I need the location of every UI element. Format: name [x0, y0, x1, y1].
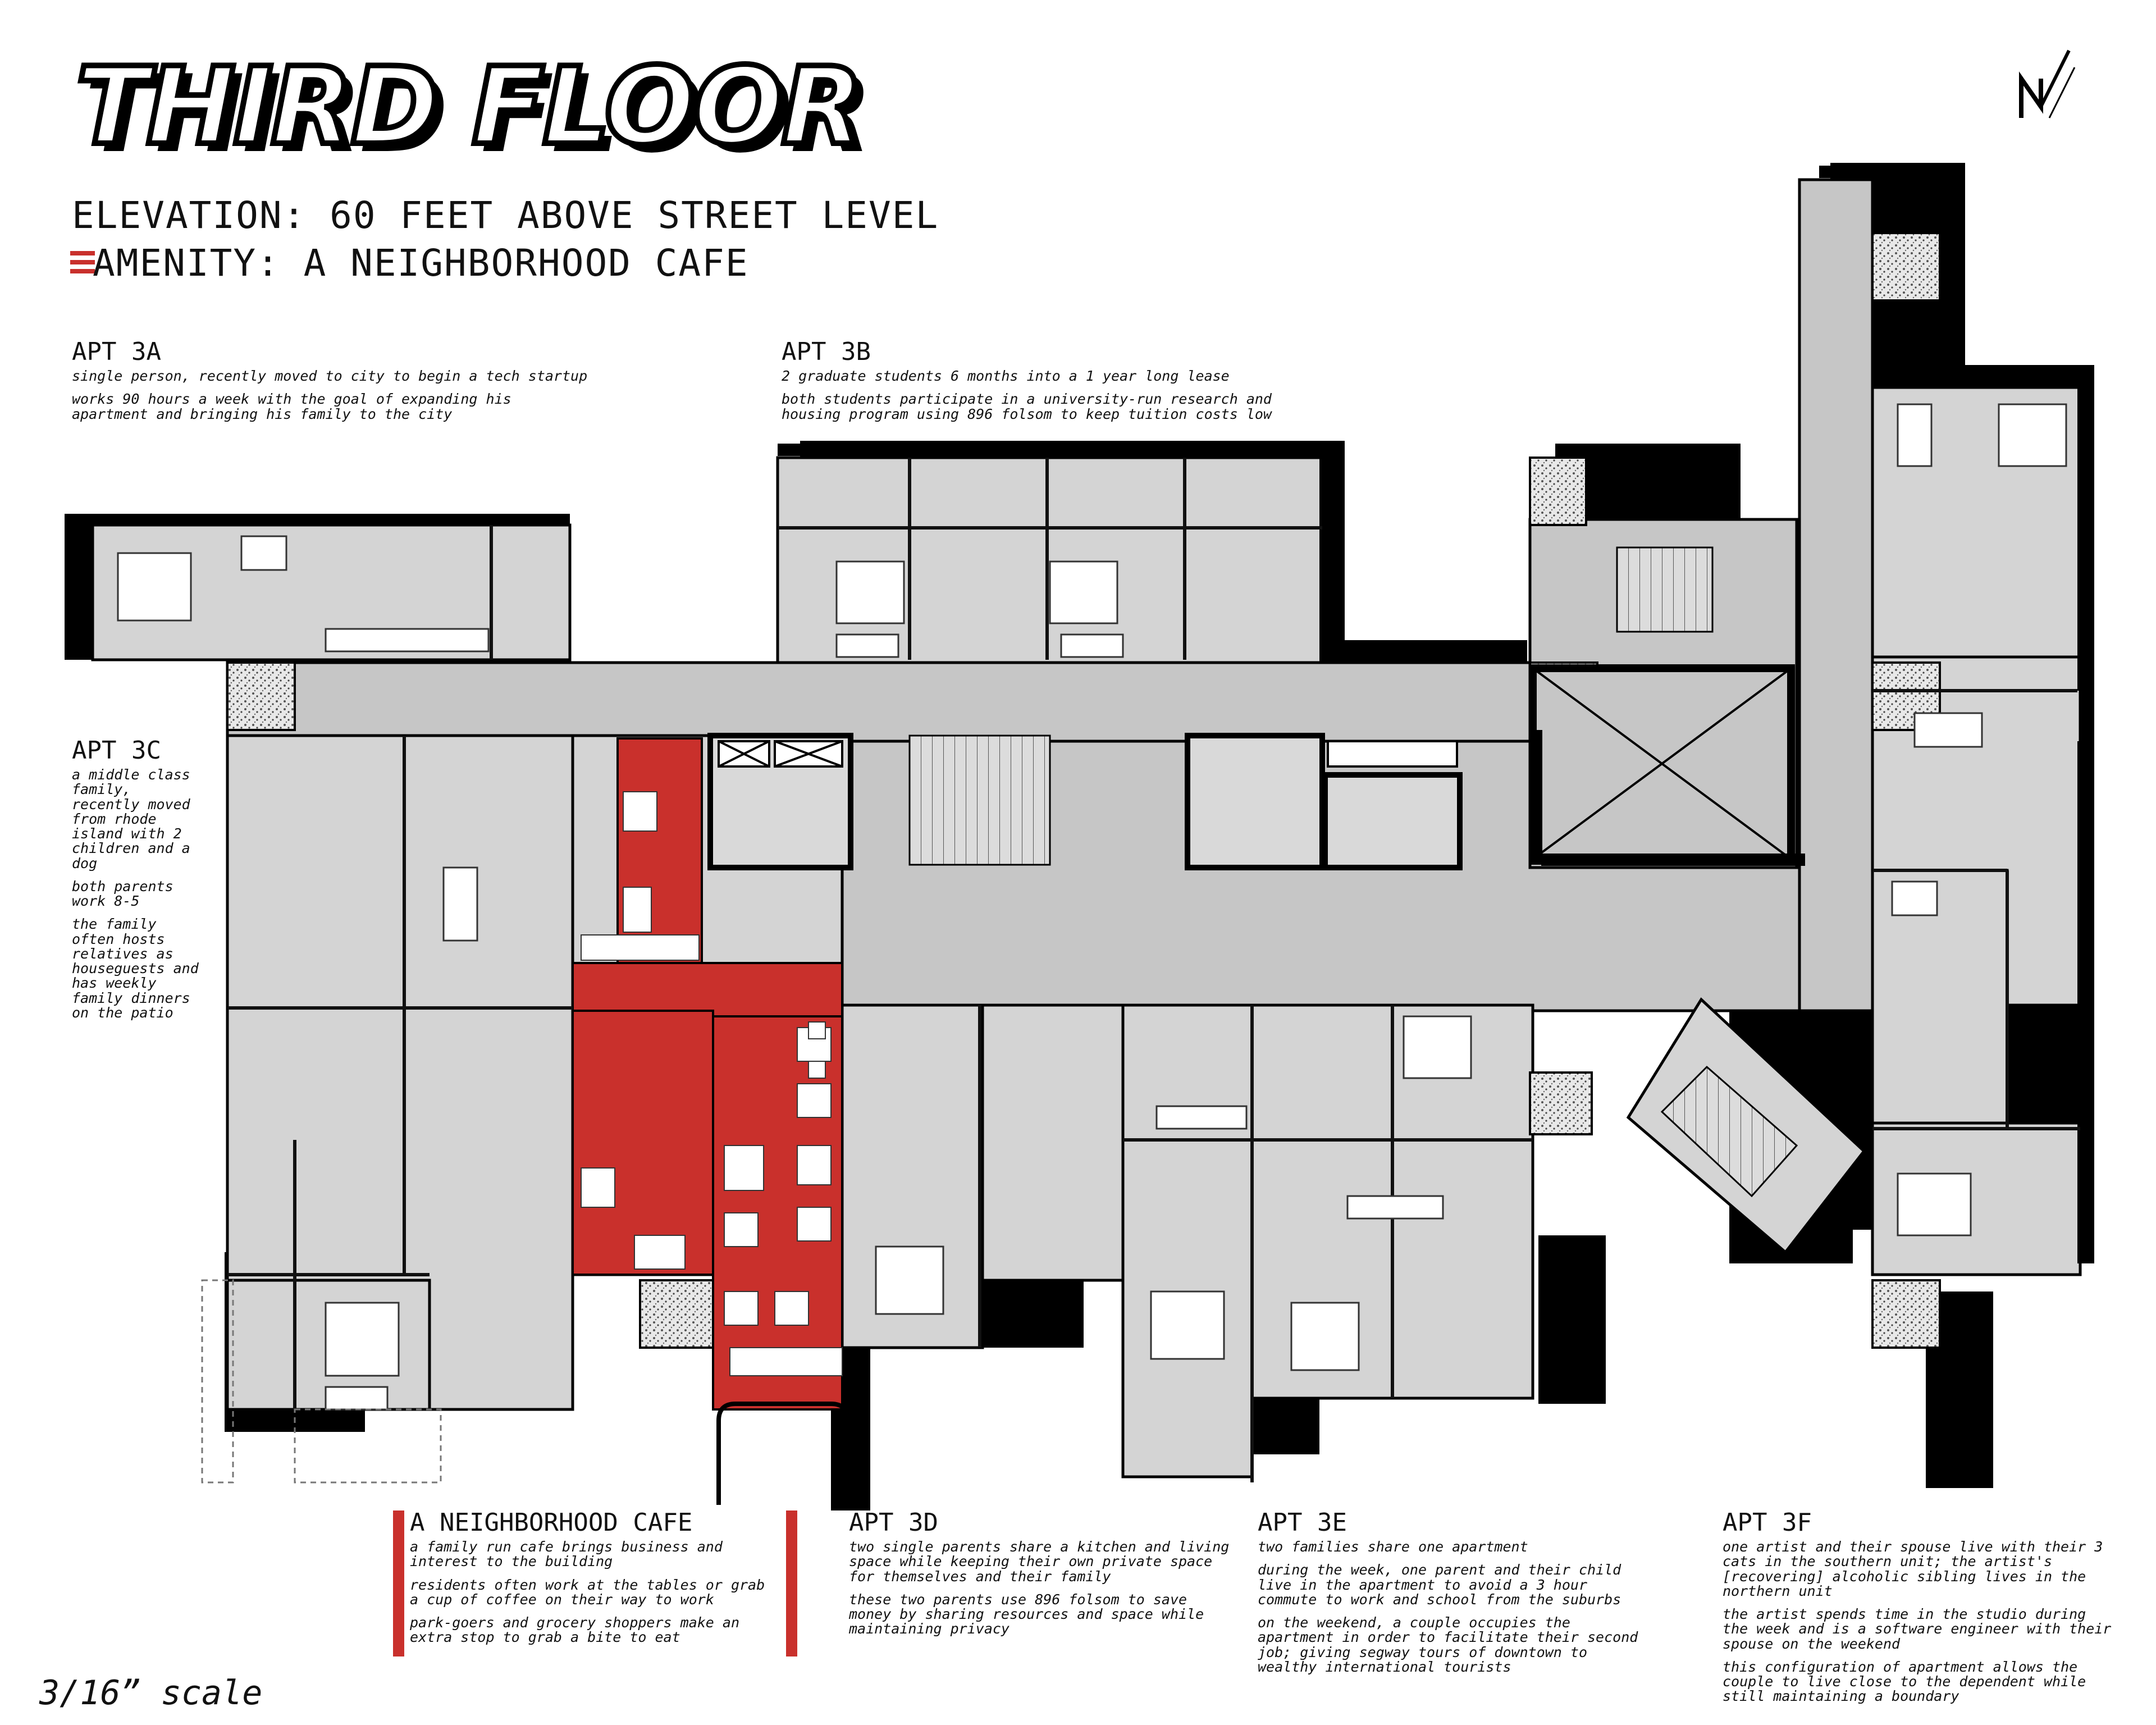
apt-3b-label: APT 3B 2 graduate students 6 months into…: [782, 340, 1343, 430]
exterior-walls: [778, 166, 2093, 1263]
cafe-bar-left: [393, 1510, 404, 1656]
apt-3b-line-1: 2 graduate students 6 months into a 1 ye…: [782, 368, 1230, 384]
apt-3a-heading: APT 3A: [72, 337, 161, 366]
apt-3b-line-2: both students participate in a universit…: [782, 391, 1272, 422]
apt-3a-label: APT 3A single person, recently moved to …: [72, 340, 689, 430]
cafe-stair-bridge: [716, 1402, 850, 1505]
amenity-label: AMENITY: A NEIGHBORHOOD CAFE: [93, 241, 749, 285]
apt-3e-line-3: on the weekend, a couple occupies the ap…: [1258, 1614, 1638, 1675]
apt-3f-heading: APT 3F: [1723, 1508, 1812, 1537]
elevator-cores: [707, 733, 1463, 870]
stair-icon: [908, 546, 1798, 1198]
apt-3d-label: APT 3D two single parents share a kitche…: [849, 1510, 1236, 1645]
cafe-line-3: park-goers and grocery shoppers make an …: [410, 1614, 739, 1646]
apt-3d-line-2: these two parents use 896 folsom to save…: [849, 1591, 1204, 1637]
page-title: THIRD FLOOR: [73, 44, 866, 168]
cafe-line-2: residents often work at the tables or gr…: [410, 1576, 765, 1608]
cafe-bar-right: [786, 1510, 797, 1656]
apt-3e-line-1: two families share one apartment: [1258, 1539, 1528, 1555]
apt-3c-line-3: the family often hosts relatives as hous…: [72, 916, 199, 1021]
overhang-outline: [201, 1279, 234, 1484]
apt-3d-heading: APT 3D: [849, 1508, 938, 1537]
open-void: [1529, 664, 1795, 863]
north-arrow-logo: [2019, 49, 2076, 118]
apt-3c-label: APT 3C a middle class family, recently m…: [72, 738, 207, 1029]
apt-3e-heading: APT 3E: [1258, 1508, 1347, 1537]
apt-3d-line-1: two single parents share a kitchen and l…: [849, 1539, 1230, 1585]
interior-walls: [227, 458, 2080, 1482]
cafe-label: A NEIGHBORHOOD CAFE a family run cafe br…: [393, 1510, 797, 1656]
apt-3c-line-2: both parents work 8-5: [72, 878, 173, 909]
apt-3f-label: APT 3F one artist and their spouse live …: [1723, 1510, 2116, 1713]
apt-3e-line-2: during the week, one parent and their ch…: [1258, 1562, 1621, 1608]
apt-3c-line-1: a middle class family, recently moved fr…: [72, 766, 190, 871]
elevation-label: ELEVATION: 60 FEET ABOVE STREET LEVEL: [72, 194, 939, 237]
patio-outline: [294, 1408, 442, 1484]
apt-3f-line-3: this configuration of apartment allows t…: [1723, 1658, 2086, 1705]
apt-3a-line-2: works 90 hours a week with the goal of e…: [72, 391, 511, 422]
cafe-heading: A NEIGHBORHOOD CAFE: [410, 1508, 693, 1537]
cafe-tables: [581, 791, 843, 1376]
scale-label: 3/16” scale: [39, 1673, 263, 1713]
apt-3f-line-1: one artist and their spouse live with th…: [1723, 1539, 2103, 1599]
cafe-line-1: a family run cafe brings business and in…: [410, 1539, 723, 1570]
furniture: [117, 403, 2067, 1411]
apt-3e-label: APT 3E two families share one apartment …: [1258, 1510, 1639, 1683]
apt-3b-heading: APT 3B: [782, 337, 871, 366]
apt-3f-line-2: the artist spends time in the studio dur…: [1723, 1606, 2112, 1652]
amenity-marker-icon: [70, 251, 95, 281]
apt-3a-line-1: single person, recently moved to city to…: [72, 368, 588, 384]
elevator-doors: [718, 740, 1458, 768]
apt-3c-heading: APT 3C: [72, 736, 161, 765]
